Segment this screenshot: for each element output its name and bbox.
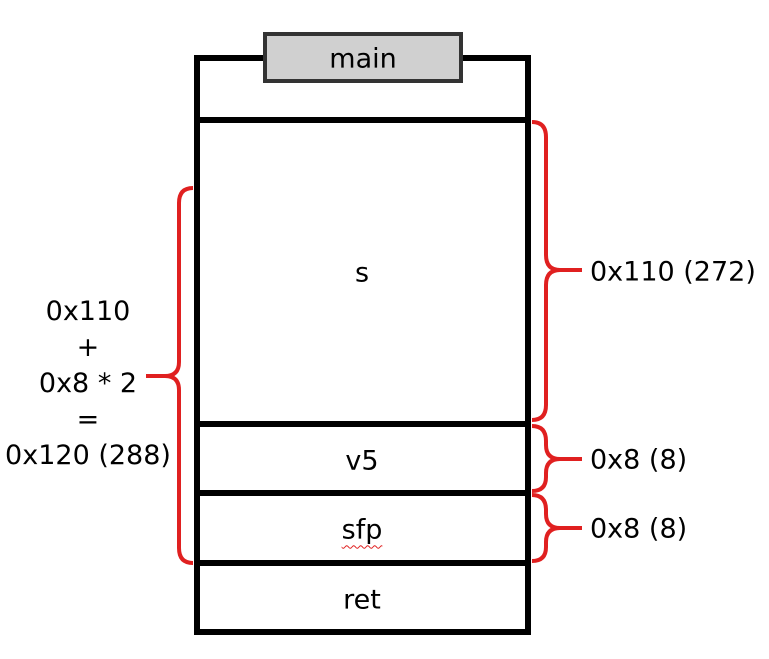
calc-line-5: 0x120 (288): [5, 440, 171, 471]
stack-frame: [194, 55, 531, 635]
size-label-v5: 0x8 (8): [590, 444, 688, 476]
calc-line-3: 0x8 * 2: [38, 368, 138, 399]
calc-line-4: =: [76, 404, 100, 435]
slot-sfp-text: sfp: [341, 514, 383, 546]
slot-v5-label: v5: [345, 445, 379, 477]
brace-v5: [531, 424, 582, 493]
title-box: [263, 32, 463, 83]
slot-s-label: s: [354, 257, 370, 289]
brace-left: [146, 186, 194, 565]
calc-line-1: 0x110: [45, 296, 131, 327]
title-label: main: [329, 43, 397, 75]
brace-sfp: [531, 493, 582, 563]
slot-ret-label: ret: [343, 584, 381, 616]
brace-s: [531, 120, 582, 422]
offset-calculation: 0x110 + 0x8 * 2 = 0x120 (288): [5, 294, 171, 474]
slot-sfp-label: sfp: [342, 517, 383, 544]
calc-line-2: +: [76, 332, 100, 363]
size-label-s: 0x110 (272): [590, 256, 756, 288]
size-label-sfp: 0x8 (8): [590, 513, 688, 545]
